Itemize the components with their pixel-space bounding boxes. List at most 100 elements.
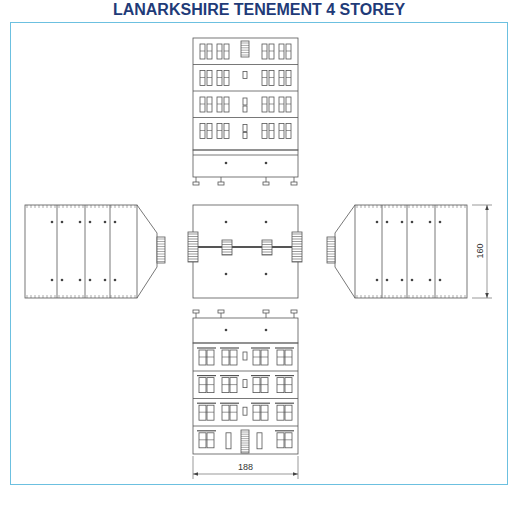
- connector-tooth: [222, 249, 232, 250]
- edge-tooth: [389, 205, 390, 208]
- connector-tooth: [188, 236, 198, 237]
- edge-tooth: [111, 295, 112, 298]
- window: [253, 350, 260, 365]
- connector-tooth: [292, 256, 302, 257]
- tab: [218, 182, 224, 185]
- edge-tooth: [119, 295, 120, 298]
- window-bar: [217, 130, 222, 131]
- edge-tooth: [413, 205, 414, 208]
- window: [217, 124, 222, 139]
- edge-tooth: [135, 205, 136, 208]
- window: [200, 97, 205, 112]
- door-panel: [241, 440, 249, 441]
- peg-hole: [401, 279, 404, 282]
- front-plinth: [193, 318, 298, 343]
- window-bar: [253, 412, 268, 413]
- window-bar: [217, 104, 222, 105]
- window-head: [275, 430, 294, 431]
- edge-tooth: [357, 205, 358, 208]
- connector-tooth: [222, 244, 232, 245]
- edge-tooth: [107, 205, 108, 208]
- floor-line: [193, 371, 298, 372]
- window-bar: [279, 104, 284, 105]
- panel-line: [382, 205, 383, 298]
- base-outline: [193, 205, 298, 298]
- back-elevation: [193, 38, 298, 185]
- window: [261, 350, 268, 365]
- edge-tooth: [51, 295, 52, 298]
- connector-tooth: [222, 252, 232, 253]
- edge-tooth: [67, 295, 68, 298]
- window: [207, 44, 212, 59]
- connector-tooth: [188, 251, 198, 252]
- connector-tooth: [188, 249, 198, 250]
- window: [262, 97, 267, 112]
- edge-tooth: [369, 205, 370, 208]
- window-bar: [262, 51, 267, 52]
- edge-tooth: [417, 205, 418, 208]
- window-head: [197, 403, 216, 404]
- edge-tooth: [409, 295, 410, 298]
- peg-hole: [411, 221, 414, 224]
- edge-tooth: [51, 205, 52, 208]
- peg-hole: [439, 279, 442, 282]
- window-head: [275, 347, 294, 348]
- window-head: [220, 347, 239, 348]
- connector-tooth: [188, 239, 198, 240]
- edge-tooth: [365, 295, 366, 298]
- window-bar: [277, 412, 292, 413]
- window: [269, 97, 274, 112]
- door-panel: [241, 445, 249, 446]
- extension-line: [193, 456, 194, 479]
- peg-hole: [429, 279, 432, 282]
- connector-tooth: [292, 234, 302, 235]
- gable-tab: [327, 237, 335, 263]
- window-bar: [224, 130, 229, 131]
- edge-tooth: [357, 295, 358, 298]
- side-wall: [25, 205, 137, 298]
- window: [207, 71, 212, 86]
- edge-tooth: [441, 205, 442, 208]
- edge-tooth: [405, 295, 406, 298]
- edge-tooth: [429, 205, 430, 208]
- edge-tooth: [31, 205, 32, 208]
- window: [286, 44, 291, 59]
- edge-tooth: [95, 295, 96, 298]
- window-bar: [199, 357, 214, 358]
- edge-tooth: [449, 205, 450, 208]
- vent-slat: [241, 50, 249, 51]
- window-head: [275, 403, 294, 404]
- window: [207, 405, 214, 420]
- connector-tooth: [292, 244, 302, 245]
- window: [199, 350, 206, 365]
- edge-tooth: [27, 295, 28, 298]
- edge-tooth: [425, 295, 426, 298]
- tab: [193, 182, 199, 185]
- edge-tooth: [91, 205, 92, 208]
- window: [230, 405, 237, 420]
- panel-line: [85, 205, 86, 298]
- peg-hole: [265, 329, 268, 332]
- window: [224, 124, 229, 139]
- window: [253, 405, 260, 420]
- window: [286, 71, 291, 86]
- tab-tooth: [327, 246, 335, 247]
- edge-tooth: [465, 295, 466, 298]
- edge-tooth: [401, 205, 402, 208]
- floor-line: [193, 426, 298, 427]
- edge-tooth: [43, 295, 44, 298]
- window-bar: [277, 439, 292, 440]
- edge-tooth: [373, 205, 374, 208]
- extension-line: [472, 298, 492, 299]
- window: [207, 350, 214, 365]
- edge-tooth: [453, 295, 454, 298]
- window: [207, 124, 212, 139]
- stair-window: [243, 125, 247, 132]
- window-bar: [224, 77, 229, 78]
- door-panel: [241, 432, 249, 433]
- edge-tooth: [397, 205, 398, 208]
- edge-tooth: [393, 295, 394, 298]
- edge-tooth: [361, 205, 362, 208]
- edge-tooth: [47, 205, 48, 208]
- connector-tooth: [188, 244, 198, 245]
